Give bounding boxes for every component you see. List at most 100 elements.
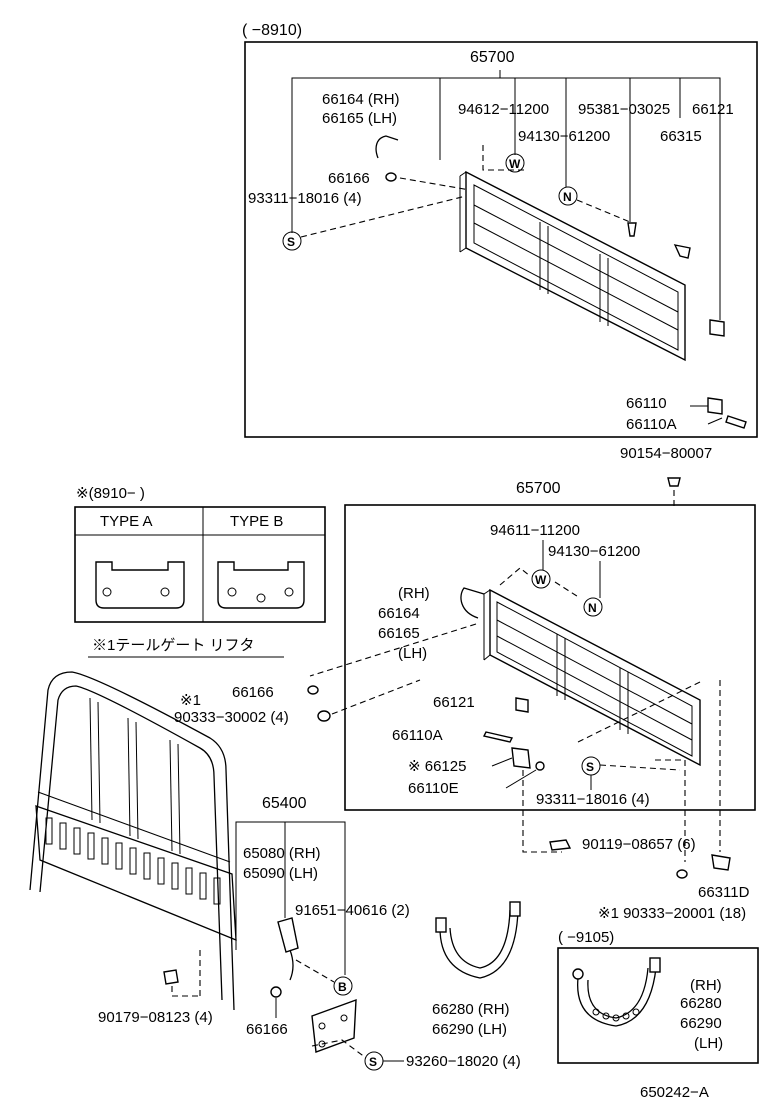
chain-66280-alt (572, 957, 661, 1027)
clip-90333-20001 (676, 869, 688, 879)
screw-90154 (667, 477, 681, 487)
leader-65700-top (291, 77, 721, 320)
label-93260: 93260−18020 (4) (406, 1053, 521, 1070)
rear-frame (29, 671, 237, 1011)
svg-text:N: N (563, 190, 572, 204)
circle-b: B (333, 976, 353, 996)
svg-text:B: B (338, 980, 347, 994)
hinge-type-b (217, 561, 305, 609)
label-95381: 95381−03025 (578, 101, 670, 118)
circle-s-top: S (282, 231, 302, 251)
label-65090: 65090 (LH) (243, 865, 318, 882)
bracket-66121-mid (515, 697, 529, 713)
label-90179: 90179−08123 (4) (98, 1009, 213, 1026)
label-90119: 90119−08657 (6) (582, 836, 696, 853)
label-65700-top: 65700 (470, 49, 515, 66)
label-66110A-mid: 66110A (392, 727, 443, 744)
label-90154: 90154−80007 (620, 445, 712, 462)
bracket-66121-top (709, 319, 725, 337)
label-65400: 65400 (262, 795, 307, 812)
circle-n-mid: N (583, 597, 603, 617)
bracket-66110 (707, 397, 723, 415)
bolt-66110A-mid (482, 731, 514, 743)
hook-66164-top (375, 135, 399, 159)
label-94612: 94612−11200 (458, 101, 549, 118)
label-66166-bot: 66166 (246, 1021, 288, 1038)
clip-90333-30002 (317, 710, 331, 722)
label-65080: 65080 (RH) (243, 845, 321, 862)
bot-group-frame (557, 947, 759, 1064)
label-94611: 94611−11200 (490, 522, 580, 539)
bracket-65400 (235, 821, 346, 975)
label-rh-mid: (RH) (398, 585, 430, 602)
circle-s-bot: S (364, 1051, 384, 1071)
hinge-type-a (95, 561, 185, 609)
label-lh-bot: (LH) (694, 1035, 723, 1052)
label-note1-mid: ※1 (180, 692, 201, 709)
top-range-label: ( −8910) (242, 22, 302, 39)
top-group-frame (244, 41, 758, 438)
hinge-66125 (511, 747, 531, 769)
nut-66110E (535, 761, 545, 771)
diagram-id: 650242−A (640, 1084, 709, 1101)
label-66121-mid: 66121 (433, 694, 475, 711)
circle-w-mid: W (531, 569, 551, 589)
svg-text:S: S (586, 760, 594, 774)
nut-90179 (163, 969, 179, 985)
label-65700-mid: 65700 (516, 480, 561, 497)
label-66315: 66315 (660, 128, 702, 145)
label-66110: 66110 (626, 395, 667, 412)
stopper-66311D (711, 854, 731, 871)
circle-w-top: W (505, 153, 525, 173)
label-66280-rh: 66280 (RH) (432, 1001, 510, 1018)
bot-range-label: ( −9105) (558, 929, 614, 946)
bracket-plate-bot (311, 998, 357, 1053)
type-b-header: TYPE B (230, 513, 283, 530)
label-66165-lh-top: 66165 (LH) (322, 110, 397, 127)
clip-66315 (673, 244, 691, 259)
screw-95381 (627, 222, 637, 237)
tailgate-panel-mid (483, 588, 701, 767)
label-90333-30002: 90333−30002 (4) (174, 709, 289, 726)
label-66280-bot: 66280 (680, 995, 722, 1012)
label-93311-mid: 93311−18016 (4) (536, 791, 650, 808)
circle-n-top: N (558, 186, 578, 206)
label-66164-mid: 66164 (378, 605, 420, 622)
label-66290-bot: 66290 (680, 1015, 722, 1032)
mid-group-frame (344, 504, 756, 811)
label-66125: ※ 66125 (408, 758, 466, 775)
type-a-header: TYPE A (100, 513, 153, 530)
svg-text:S: S (369, 1055, 377, 1069)
label-66110A-top: 66110A (626, 416, 677, 433)
label-66110E: 66110E (408, 780, 459, 797)
label-66166-top: 66166 (328, 170, 370, 187)
hinge-65080 (277, 917, 299, 981)
svg-text:W: W (535, 573, 547, 587)
type-range-label: ※(8910− ) (76, 485, 145, 502)
label-94130-mid: 94130−61200 (548, 543, 640, 560)
tailgate-panel-top (459, 170, 686, 362)
label-93311-top: 93311−18016 (4) (248, 190, 362, 207)
label-90333-20001: ※1 90333−20001 (18) (598, 905, 746, 922)
svg-text:W: W (509, 157, 521, 171)
bushing-66166-bot (270, 986, 282, 998)
bolt-90119 (549, 839, 572, 851)
label-lh-mid: (LH) (398, 645, 427, 662)
bushing-66166-mid (307, 685, 319, 695)
label-66121-top: 66121 (692, 101, 734, 118)
chain-66280 (435, 901, 521, 979)
label-66290-lh: 66290 (LH) (432, 1021, 507, 1038)
hook-66164-mid (460, 587, 485, 619)
label-66311D: 66311D (698, 884, 750, 901)
label-66165-mid: 66165 (378, 625, 420, 642)
label-94130-top: 94130−61200 (518, 128, 610, 145)
type-table (74, 506, 326, 623)
lifter-note: ※1テールゲート リフタ (92, 637, 255, 654)
label-91651: 91651−40616 (2) (295, 902, 410, 919)
bolt-66110A-top (725, 415, 747, 429)
circle-s-mid: S (581, 756, 601, 776)
svg-text:S: S (287, 235, 295, 249)
svg-text:N: N (588, 601, 597, 615)
label-rh-bot: (RH) (690, 977, 722, 994)
